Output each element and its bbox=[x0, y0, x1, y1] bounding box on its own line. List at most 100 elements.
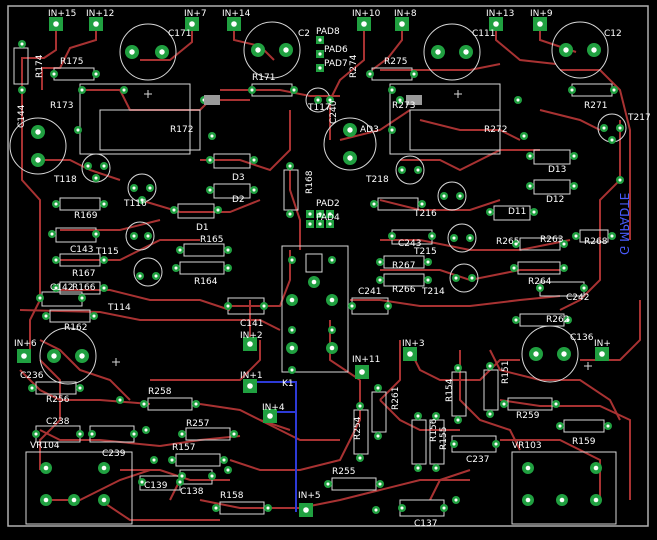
smd-pad bbox=[306, 220, 314, 228]
via-pad bbox=[152, 272, 160, 280]
via-pad bbox=[388, 232, 396, 240]
cap-pad bbox=[279, 43, 293, 57]
label-r257: R257 bbox=[186, 419, 209, 429]
label-in12: IN+12 bbox=[86, 9, 114, 19]
via-pad bbox=[100, 162, 108, 170]
label-c240: C240 bbox=[329, 100, 339, 124]
cap-pad bbox=[47, 349, 61, 363]
label-t216: T216 bbox=[413, 209, 437, 219]
via-pad bbox=[178, 430, 186, 438]
via-pad bbox=[486, 362, 494, 370]
label-c241: C241 bbox=[358, 287, 381, 297]
label-c141: C141 bbox=[240, 319, 263, 329]
via-pad bbox=[432, 464, 440, 472]
via-pad bbox=[486, 208, 494, 216]
via-pad bbox=[172, 264, 180, 272]
label-r171: R171 bbox=[252, 73, 275, 83]
relay-pad bbox=[308, 276, 320, 288]
diode-outline bbox=[213, 153, 251, 169]
via-pad bbox=[18, 86, 26, 94]
label-vr104: VR104 bbox=[30, 441, 60, 451]
label-r266: R266 bbox=[392, 285, 416, 295]
cap-small bbox=[451, 435, 497, 453]
via-pad bbox=[536, 284, 544, 292]
via-pad bbox=[466, 234, 474, 242]
via-pad bbox=[120, 86, 128, 94]
via-pad bbox=[560, 240, 568, 248]
via-pad bbox=[376, 480, 384, 488]
io-pad bbox=[17, 349, 31, 363]
label-c239: C239 bbox=[102, 449, 126, 459]
label-in2: IN+2 bbox=[240, 331, 263, 341]
mirrored-text: G MPADTE bbox=[617, 193, 631, 255]
heatsink-outline bbox=[389, 83, 501, 155]
diode-outline bbox=[177, 203, 215, 219]
resistor-outline bbox=[331, 477, 377, 491]
via-pad bbox=[454, 416, 462, 424]
via-pad bbox=[206, 156, 214, 164]
io-pad bbox=[355, 365, 369, 379]
via-pad bbox=[418, 200, 426, 208]
via-pad bbox=[250, 186, 258, 194]
cap-pad bbox=[251, 43, 265, 57]
label-t117: T117 bbox=[307, 103, 331, 113]
label-r156: R156 bbox=[429, 418, 439, 442]
via-pad bbox=[144, 232, 152, 240]
label-r166: R166 bbox=[72, 283, 96, 293]
label-r259: R259 bbox=[516, 411, 540, 421]
label-r175: R175 bbox=[60, 57, 83, 67]
via-pad bbox=[370, 200, 378, 208]
via-pad bbox=[138, 478, 146, 486]
label-d11: D11 bbox=[508, 207, 526, 217]
via-pad bbox=[214, 206, 222, 214]
label-c236: C236 bbox=[20, 371, 44, 381]
label-c143: C143 bbox=[70, 245, 93, 255]
label-c2: C2 bbox=[298, 29, 310, 39]
via-pad bbox=[456, 192, 464, 200]
transistor-outline bbox=[449, 263, 479, 293]
cap-pad bbox=[587, 43, 601, 57]
via-rect bbox=[406, 95, 422, 105]
label-r174: R174 bbox=[35, 54, 45, 78]
label-in10: IN+10 bbox=[352, 9, 381, 19]
label-r261: R261 bbox=[391, 387, 401, 410]
label-c144: C144 bbox=[17, 104, 27, 128]
resistor-outline bbox=[147, 397, 193, 411]
via-pad bbox=[248, 86, 256, 94]
transistor-outline bbox=[437, 181, 467, 211]
via-pad bbox=[288, 366, 296, 374]
via-pad bbox=[314, 96, 322, 104]
label-r267: R267 bbox=[392, 261, 415, 271]
label-r159: R159 bbox=[572, 437, 596, 447]
resistor-outline bbox=[517, 261, 561, 275]
via-pad bbox=[170, 206, 178, 214]
via-pad bbox=[328, 326, 336, 334]
label-r155: R155 bbox=[439, 427, 449, 450]
label-t115: T115 bbox=[95, 247, 119, 257]
label-r154: R154 bbox=[445, 378, 455, 402]
via-pad bbox=[212, 504, 220, 512]
via-pad bbox=[424, 276, 432, 284]
via-pad bbox=[224, 302, 232, 310]
label-t214: T214 bbox=[421, 287, 445, 297]
via-pad bbox=[84, 162, 92, 170]
label-c243: C243 bbox=[398, 239, 421, 249]
cap-pad bbox=[125, 45, 139, 59]
label-t217: T217 bbox=[627, 113, 651, 123]
via-pad bbox=[608, 136, 616, 144]
io-pad bbox=[395, 17, 409, 31]
relay-pad bbox=[286, 294, 298, 306]
via-pad bbox=[414, 412, 422, 420]
board-outline bbox=[7, 5, 649, 527]
cap-pad bbox=[155, 45, 169, 59]
resistor-outline bbox=[429, 419, 445, 465]
label-in: IN+ bbox=[594, 339, 611, 349]
label-c137: C137 bbox=[414, 519, 437, 529]
via-pad bbox=[288, 326, 296, 334]
io-pad bbox=[49, 17, 63, 31]
label-r274: R274 bbox=[349, 54, 359, 78]
via-pad bbox=[396, 96, 404, 104]
label-pad7: PAD7 bbox=[324, 59, 348, 69]
